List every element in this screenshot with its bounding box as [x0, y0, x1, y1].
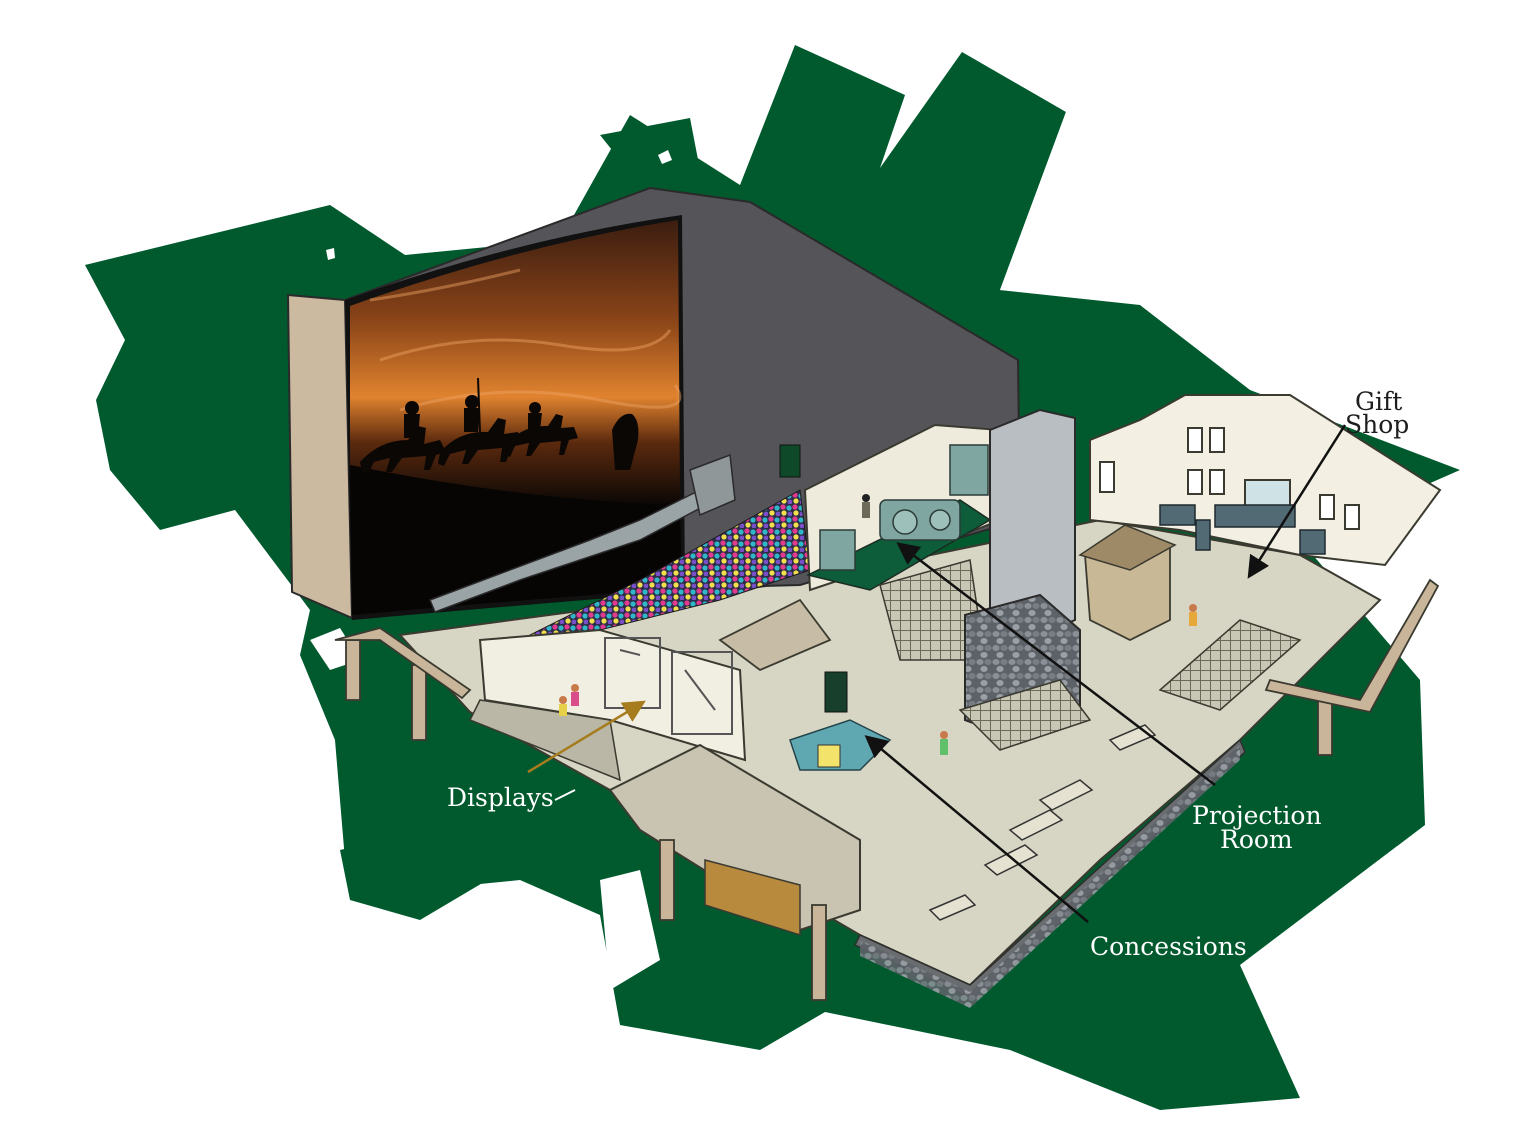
patio-grate: [1158, 619, 1302, 711]
projection-room-arrow: [896, 542, 1216, 786]
side-stair-tower: [689, 453, 736, 517]
projection-room-label-line1: Projection: [1192, 801, 1322, 830]
displays-leader: [554, 789, 576, 801]
exit-door: [779, 444, 801, 478]
info-kiosk-roof: [1078, 524, 1177, 571]
concessions-drink-machine: [824, 671, 848, 713]
screen-horse-riders: [360, 377, 639, 474]
gift-shop-arrow: [1247, 424, 1347, 579]
screen-dark-hills: [350, 465, 682, 615]
displays-arrow: [527, 700, 646, 774]
display-gallery-wall: [478, 628, 747, 762]
entrance-doors: [704, 859, 801, 937]
displays-label: Displays: [447, 783, 554, 812]
projection-room-label-line2: Room: [1220, 825, 1293, 854]
concessions-arrow: [864, 735, 1089, 923]
floor-front-edge: [853, 738, 1246, 1001]
screen-cloud-streaks: [369, 268, 682, 412]
lobby-grate: [958, 679, 1092, 751]
concessions-box: [817, 744, 841, 768]
gift-shop-label-line1: Gift: [1355, 387, 1402, 416]
timber-posts: [334, 578, 1440, 1001]
patio-benches: [928, 724, 1157, 921]
theater-screen: [350, 220, 680, 505]
gift-shop-racks: [1159, 504, 1326, 555]
theater-side-wall: [286, 293, 354, 620]
gift-shop-label-line2: Shop: [1345, 410, 1409, 439]
concessions-roof: [718, 598, 832, 672]
concessions-label: Concessions: [1090, 932, 1247, 961]
visitors: [559, 494, 1197, 755]
projection-equipment: [819, 444, 989, 571]
